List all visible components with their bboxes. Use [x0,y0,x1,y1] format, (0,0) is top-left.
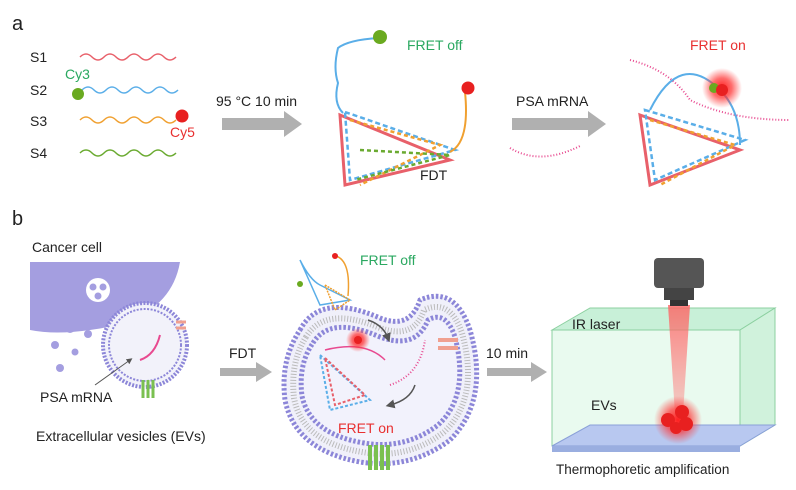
arrow-icon [220,362,272,382]
cy3-dot-icon [72,88,84,100]
arrow-icon [487,362,547,382]
objective-lens-icon [654,258,704,306]
strand-s2-label: S2 [30,82,47,98]
fret-on-label-b: FRET on [338,420,394,436]
step-fdt-label: FDT [229,345,257,361]
fret-off-label-b: FRET off [360,252,416,268]
fdt-label: FDT [420,167,448,183]
vesicle [56,364,64,372]
ir-laser-label: IR laser [572,316,621,332]
step-time-label: 10 min [486,345,528,361]
pointer-arrow-icon [94,358,133,386]
strand-list: S1 S2 S3 S4 Cy3 Cy5 [30,49,195,161]
evs-label: EVs [591,397,617,413]
step-anneal-label: 95 °C 10 min [216,93,297,109]
vesicle [71,348,79,356]
ev-cluster-glow [654,396,702,444]
strand-s1-label: S1 [30,49,47,65]
arrow-icon [222,111,302,137]
cancer-cell-label: Cancer cell [32,239,102,255]
strand-s3-label: S3 [30,113,47,129]
vesicle [65,323,75,333]
panel-b-label: b [12,208,23,230]
cy5-dot-icon [175,109,189,123]
vesicle [51,341,59,349]
fret-off-label: FRET off [407,37,463,53]
psa-mrna-strand [509,145,581,158]
evs-caption: Extracellular vesicles (EVs) [36,428,206,444]
strand-s4 [79,149,177,157]
step-mrna-label: PSA mRNA [516,93,589,109]
strand-s3 [79,116,177,124]
vesicle [84,330,92,338]
arrow-icon [512,111,606,137]
strand-s2 [81,86,179,94]
extracellular-vesicle [101,301,189,398]
endocytosis-vesicle [281,253,480,470]
vesicle [99,283,107,291]
strand-s1 [79,53,177,61]
cy5-label: Cy5 [170,124,195,140]
vesicle [94,292,102,300]
cy3-label: Cy3 [65,66,90,82]
fret-on-label: FRET on [690,37,746,53]
psa-mrna-label: PSA mRNA [40,389,113,405]
thermophoresis-chamber [550,305,777,452]
thermophoretic-amplification-label: Thermophoretic amplification [556,462,729,477]
strand-s4-label: S4 [30,145,47,161]
panel-a-label: a [12,13,24,35]
fdt-structure [334,30,475,187]
fdt-bound-structure [629,59,791,188]
vesicle [89,283,97,291]
